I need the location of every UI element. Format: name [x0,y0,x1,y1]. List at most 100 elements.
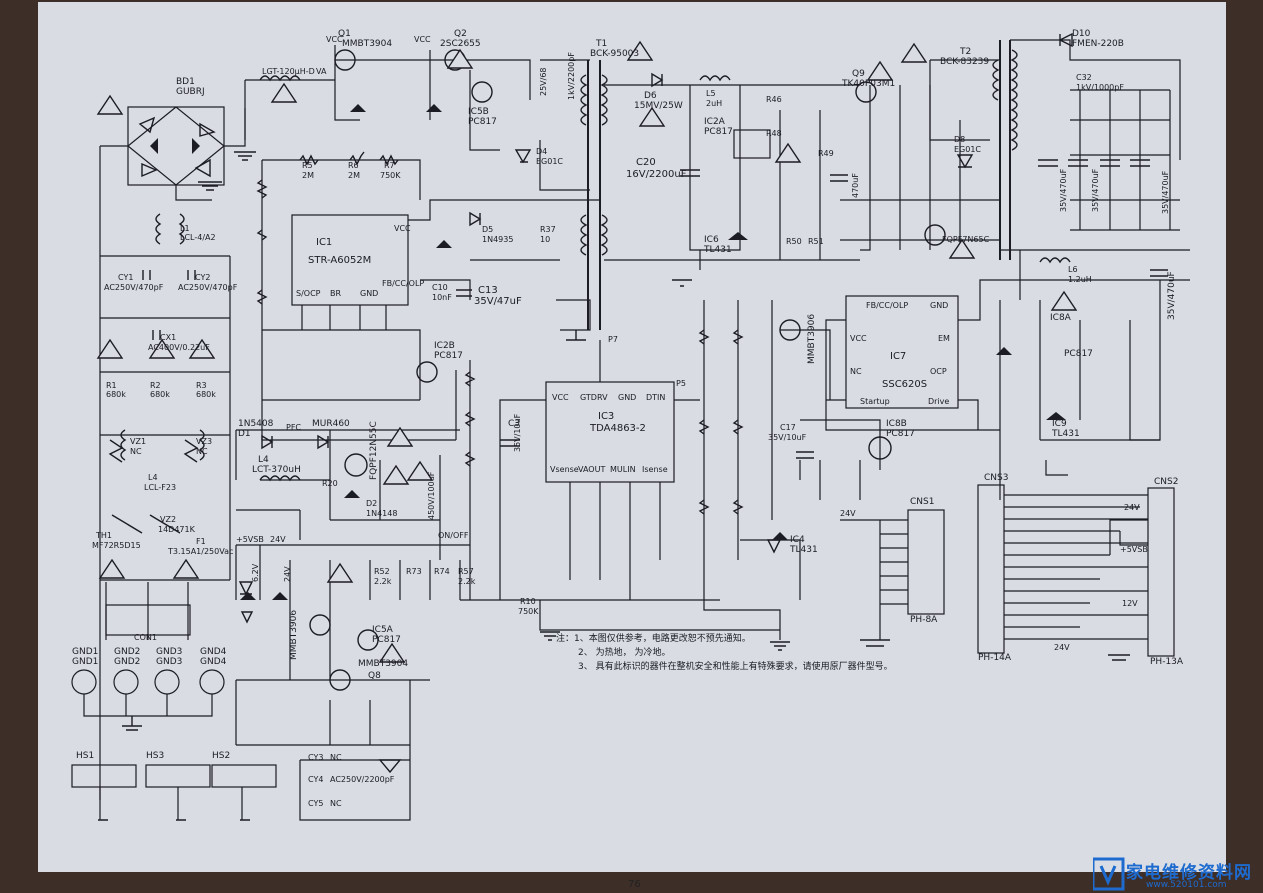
c32-label: C32 [1076,73,1092,82]
r52-label: R52 [374,567,390,576]
r10-label: R10 [520,597,536,606]
l4-label: L4 [258,455,269,465]
q9-label: Q9 [852,69,865,79]
ic8b-part: PC817 [886,429,915,439]
ic1-pin-br: BR [330,289,342,298]
cy1-value: AC250V/470pF [104,283,164,292]
r6-label: R6 [348,161,359,170]
c33-value: 35V/470uF [1059,168,1068,212]
r48-label: R48 [766,129,782,138]
t1-label: T1 [596,39,608,49]
bd1-part: GUBRJ [176,87,205,97]
cy1-label: CY1 [118,273,134,282]
v24-label-cns3: 24V [1054,643,1070,652]
r37-label: R37 [540,225,556,234]
watermark-text: 家电维修资料网 [1126,863,1252,883]
ic2b-label: IC2B [434,341,455,351]
d5-label: D5 [482,225,494,234]
q4-part: MMBT3906 [807,313,817,364]
c39-value: 35V/470uF [1167,271,1177,320]
ic7-pin-startup: Startup [860,397,890,406]
d4-label: D4 [536,147,548,156]
d1-label: D1 [238,429,251,439]
ic1-pin-vcc: VCC [394,224,411,233]
ic2b-part: PC817 [434,351,463,361]
pfc-label: PFC [286,423,302,432]
cns1-label: CNS1 [910,497,935,507]
ic3-label: IC3 [598,411,615,422]
ic7-label: IC7 [890,351,907,362]
watermark-logo-icon [1093,857,1125,891]
r20-label: R20 [322,479,338,488]
ic7-pin-nc: NC [850,367,862,376]
watermark-url: www.520101.com [1146,880,1227,890]
v24-label-cns1: 24V [840,509,856,518]
r74-label: R74 [434,567,450,576]
r1-value: 680k [106,390,126,399]
ic3-pin-vaout: VAOUT [578,465,606,474]
c13-value: 35V/47uF [474,296,522,307]
l6-value: 1.2uH [1068,275,1092,284]
ic7-pin-vcc: VCC [850,334,867,343]
d2-label: D2 [366,499,378,508]
r7-label: R7 [384,161,395,170]
f1-value: T3.15A1/250Vac [168,547,234,556]
q9-part: TK40P03M1 [842,79,896,89]
bd1-label: BD1 [176,77,195,87]
gnd1-label: GND1 [72,647,99,657]
q1-label: Q1 [338,29,351,39]
ic7-pin-drive: Drive [928,397,950,406]
con1-box [105,604,191,636]
ic4-part: TL431 [790,545,818,555]
cy5-label: CY5 [308,799,324,808]
hs1-label: HS1 [76,751,95,761]
l5-label: L5 [706,89,716,98]
ic3-pin-dtin: DTIN [646,393,666,402]
ic1-pin-fb: FB/CC/OLP [382,279,425,288]
c10-label: C10 [432,283,448,292]
cy4-label: CY4 [308,775,324,784]
cns3-box [977,484,1005,654]
vz3-value: NC [196,447,208,456]
va-top-label: VA [316,67,327,76]
ic7-pin-fb: FB/CC/OLP [866,301,909,310]
ic1-part: STR-A6052M [308,255,372,266]
hs3-label: HS3 [146,751,165,761]
vz1-value: NC [130,447,142,456]
l4-left-part: LCL-F23 [144,483,177,492]
ic3-pin-isense: Isense [642,465,668,474]
d3-part: MUR460 [312,419,350,429]
gnd3-label: GND3 [156,647,183,657]
ic7-pin-gnd: GND [930,301,949,310]
vz2-label: VZ2 [160,515,177,524]
l1-part: LCL-4/A2 [180,233,216,242]
ic1-label: IC1 [316,237,333,248]
ic8a-part: PC817 [1064,349,1093,359]
q8-label: Q8 [368,671,381,681]
r30-value: 25V/68 [539,67,548,96]
d2-part: 1N4148 [366,509,398,518]
th1-value: MF72R5D15 [92,541,141,550]
c34-value: 35V/470uF [1091,168,1100,212]
d8-part: EG01C [954,145,982,154]
ic4-label: IC4 [790,535,805,545]
gnd4-label: GND4 [200,647,227,657]
q1-part: MMBT3904 [342,39,393,49]
q7-part: FQPF7N65C [942,235,990,244]
c3-cap: 35V/10uF [513,413,522,452]
c24-value: 470uF [851,173,860,198]
q8-part: MMBT3904 [358,659,409,669]
c3-label: C3 [508,419,521,429]
r49-label: R49 [818,149,834,158]
ic5b-part: PC817 [468,117,497,127]
hs2-label: HS2 [212,751,231,761]
v12-label-cns2: 12V [1122,599,1138,608]
c35-value: 35V/470uF [1161,170,1170,214]
ic5a-label: IC5A [372,625,393,635]
r2-value: 680k [150,390,170,399]
gnd1-label-2: GND1 [72,657,99,667]
l1-label: L1 [180,224,190,233]
c17-value: 35V/10uF [768,433,807,442]
ic5b-label: IC5B [468,107,489,117]
